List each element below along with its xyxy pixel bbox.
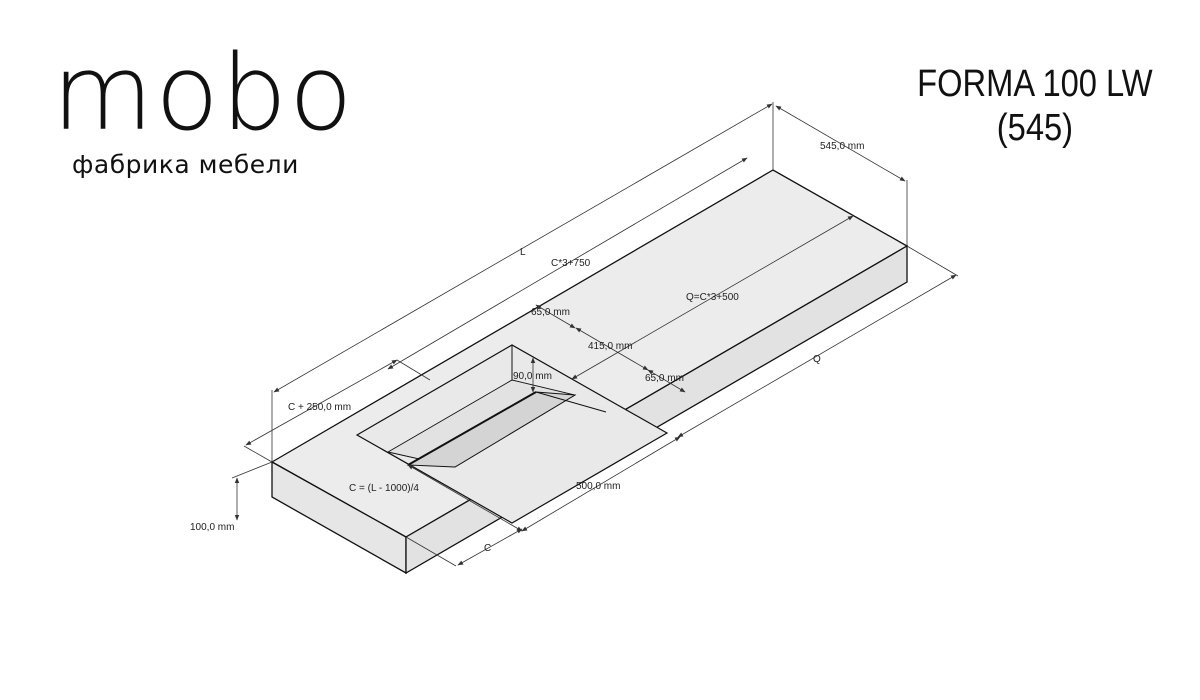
dim-depth-line [775,105,906,182]
extension-line [906,245,959,277]
drain-slot-edge [407,391,537,466]
label-length: L [520,247,526,258]
product-size: (545) [996,107,1074,149]
label-depth: 545,0 mm [820,141,864,152]
mobo-logo: mobo фабрика мебели [52,41,355,179]
extension-line [396,359,431,381]
label-rim-back: 65,0 mm [531,307,570,318]
label-basin-length: 500,0 mm [576,481,620,492]
dim-basin-length-line [521,436,681,532]
label-thickness: 100,0 mm [190,522,234,533]
label-q-formula: Q=C*3+500 [686,292,739,303]
extension-line [243,445,273,463]
logo-subtitle: фабрика мебели [72,150,299,179]
label-c-formula: C = (L - 1000)/4 [349,483,419,494]
dimension-lines [231,102,959,567]
dim-basin-depth-line [575,327,649,371]
label-rim-front: 65,0 mm [645,373,684,384]
countertop-slab [270,169,909,575]
label-basin-depth: 415,0 mm [588,341,632,352]
label-c-250: C + 250,0 mm [288,402,351,413]
dim-rim-back-line [535,304,576,329]
product-title: FORMA 100 LW (545) [898,62,1172,150]
dim-c-formula-line [407,464,523,532]
label-c: C [484,543,491,554]
dim-c-line [457,528,523,566]
label-c3-750: C*3+750 [551,258,591,269]
extension-line [405,536,457,567]
product-model: FORMA 100 LW [917,63,1153,105]
dim-q-line [677,274,957,438]
dim-c3-750-line [387,157,748,370]
dim-c250-line [245,359,398,446]
label-slope-depth: 90,0 mm [513,371,552,382]
dim-rim-front-line [647,369,686,393]
extension-line [231,461,273,479]
slope-edge [535,391,607,413]
dimension-labels: 545,0 mm L C*3+750 Q=C*3+500 Q 65,0 mm 4… [190,141,864,554]
label-q: Q [813,354,821,365]
